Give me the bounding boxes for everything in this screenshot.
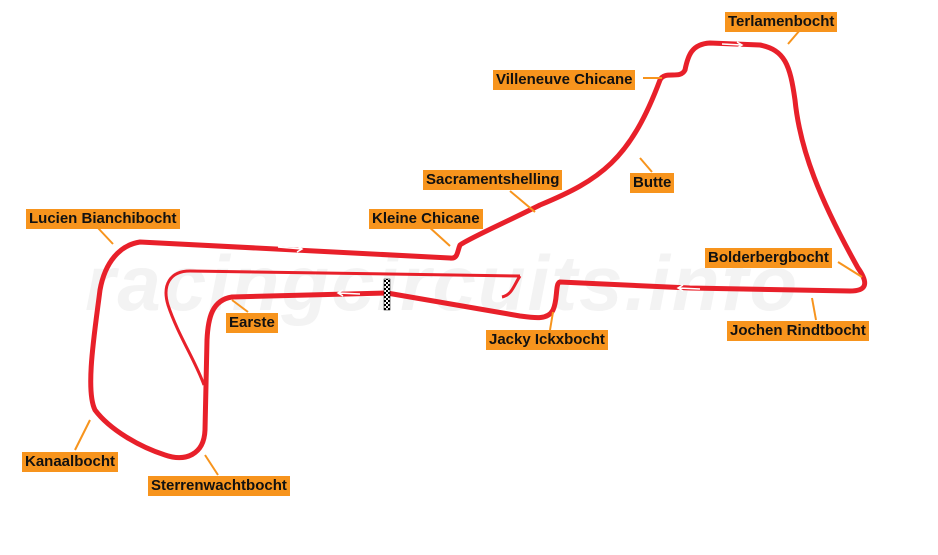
corner-label-butte: Butte (630, 173, 675, 193)
old-link-track (501, 275, 522, 299)
old-loop-track (164, 269, 521, 386)
direction-arrow-icon (336, 289, 361, 297)
label-leaders (74, 29, 863, 476)
direction-arrow-icon (721, 41, 744, 49)
watermark: racingcircuits.info (85, 239, 800, 327)
corner-label-earste: Earste (226, 313, 278, 333)
corner-label-sacramentshelling: Sacramentshelling (423, 170, 563, 190)
corner-label-sterrenwachtbocht: Sterrenwachtbocht (148, 476, 290, 496)
direction-arrow-icon (676, 284, 701, 292)
corner-label-jochen-rindtbocht: Jochen Rindtbocht (727, 321, 869, 341)
corner-label-terlamenbocht: Terlamenbocht (725, 12, 838, 32)
direction-arrow-icon (277, 245, 304, 253)
corner-label-kanaalbocht: Kanaalbocht (22, 452, 119, 472)
start-finish-line-icon (383, 278, 391, 311)
corner-label-villeneuve-chicane: Villeneuve Chicane (493, 70, 636, 90)
main-track (88, 40, 868, 461)
corner-label-bolderbergbocht: Bolderbergbocht (705, 248, 832, 268)
corner-label-kleine-chicane: Kleine Chicane (369, 209, 483, 229)
corner-label-lucien-bianchibocht: Lucien Bianchibocht (26, 209, 180, 229)
corner-label-jacky-ickxbocht: Jacky Ickxbocht (486, 330, 608, 350)
